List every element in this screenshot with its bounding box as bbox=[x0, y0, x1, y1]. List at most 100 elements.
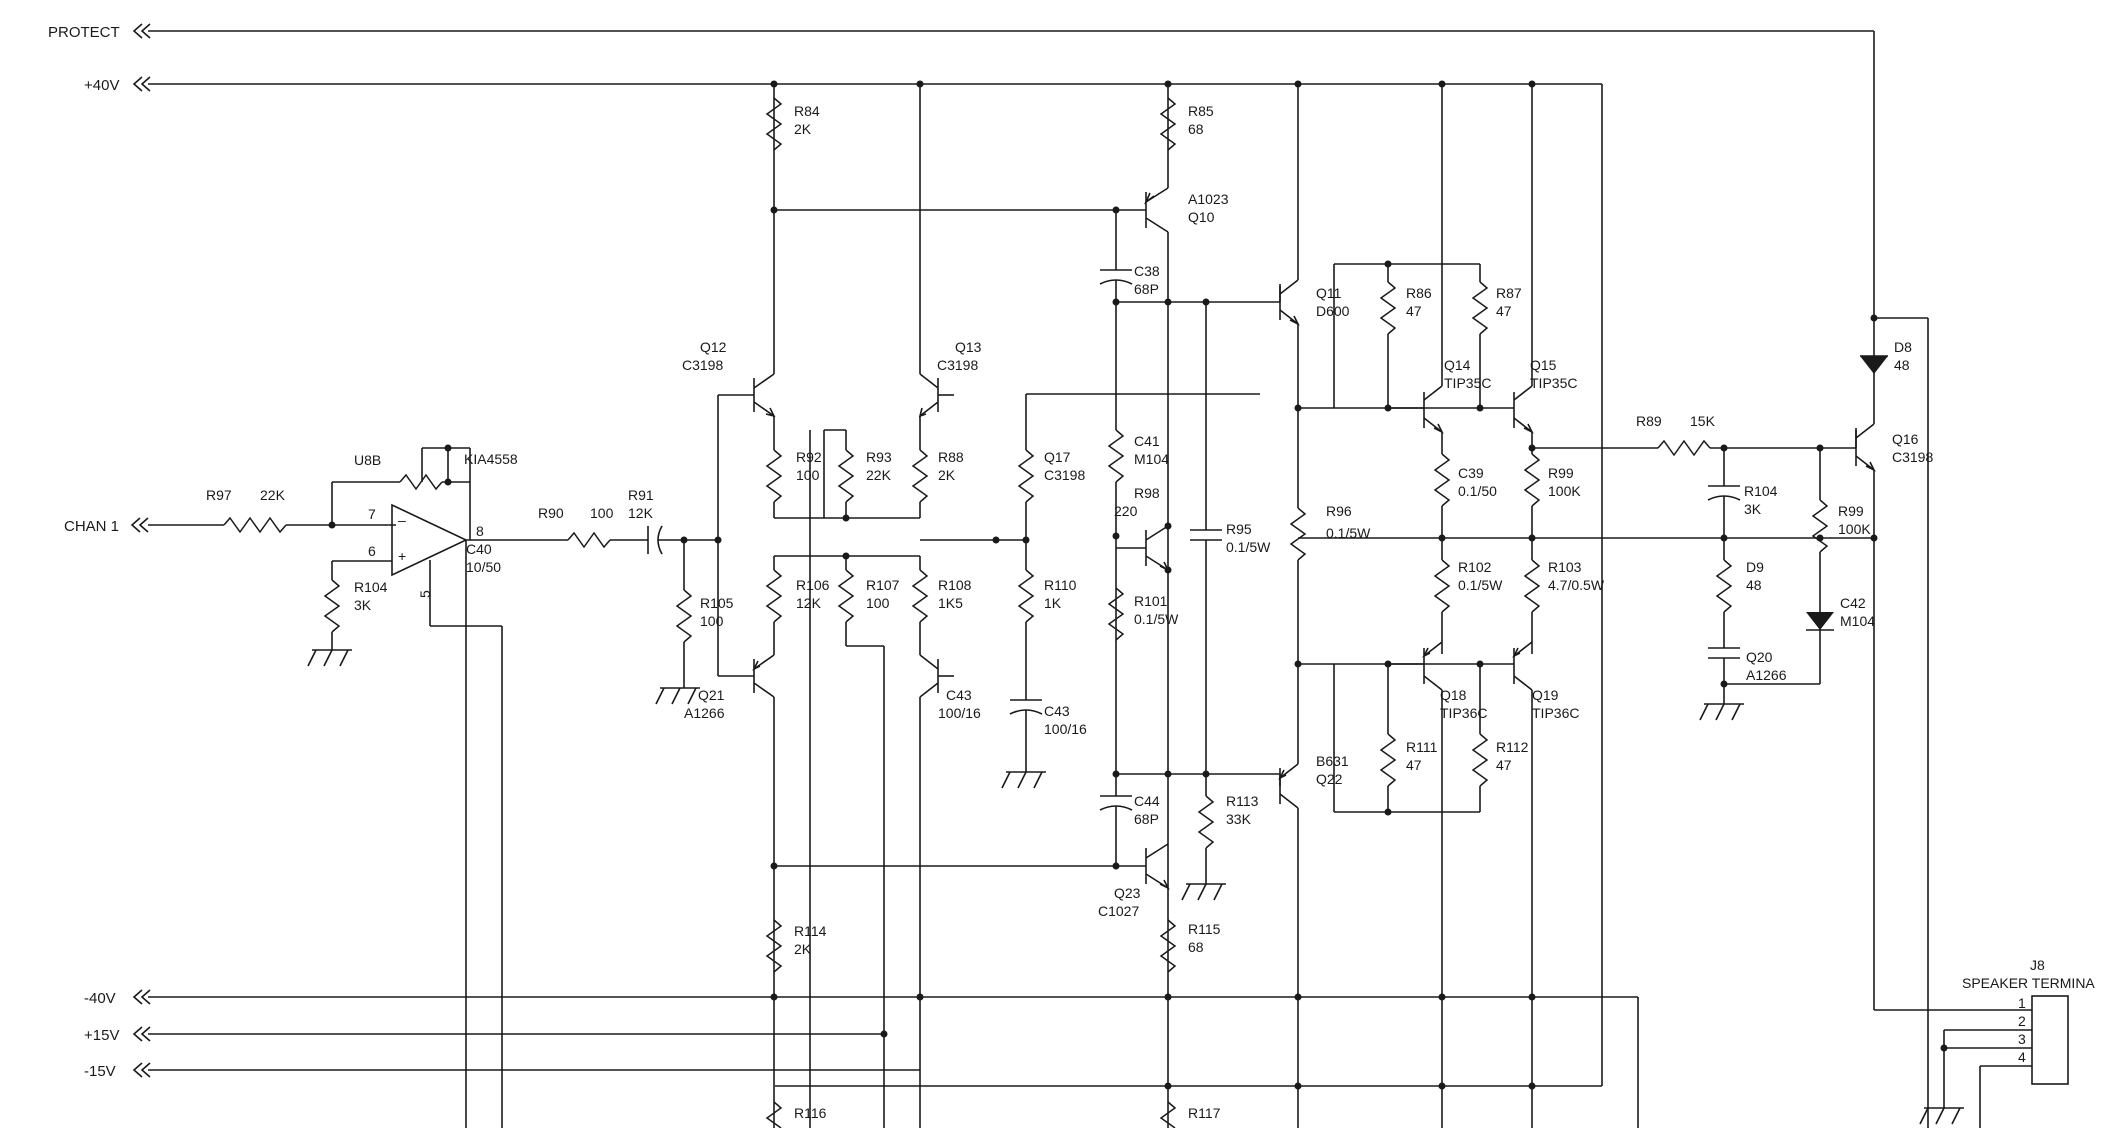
r100-ref: R90 bbox=[538, 505, 564, 521]
q13-ref: Q13 bbox=[955, 339, 982, 355]
net-label: +15V bbox=[84, 1027, 119, 1044]
diode-icon bbox=[1860, 356, 1888, 374]
r104-ref: R104 bbox=[354, 579, 388, 595]
q18-value: TIP36C bbox=[1440, 705, 1487, 721]
net-plus15: +15V bbox=[84, 1026, 151, 1044]
net-label: PROTECT bbox=[48, 24, 120, 41]
r92-value: 2K bbox=[938, 467, 956, 483]
q20-ref: Q21 bbox=[698, 687, 725, 703]
c44-value: 68P bbox=[1134, 811, 1159, 827]
r107-value: 1K5 bbox=[938, 595, 963, 611]
c39-ref: R104 bbox=[1744, 483, 1778, 499]
r110-ref: R101 bbox=[1134, 593, 1168, 609]
c40-ref: R91 bbox=[628, 487, 654, 503]
r109-ref: R105 bbox=[700, 595, 734, 611]
q21-value: 100/16 bbox=[938, 705, 981, 721]
d8-value: 48 bbox=[1894, 357, 1910, 373]
r88-ref: C41 bbox=[1134, 433, 1160, 449]
r84-ref: R84 bbox=[794, 103, 820, 119]
r99-label: R99 bbox=[1838, 503, 1864, 519]
q22-ref: B631 bbox=[1316, 753, 1349, 769]
c43-ref: C43 bbox=[1044, 703, 1070, 719]
r115-ref: R115 bbox=[1188, 921, 1221, 937]
r89-value: 15K bbox=[1690, 413, 1716, 429]
connector-body bbox=[2031, 995, 2069, 1085]
r86-ref: R86 bbox=[1406, 285, 1432, 301]
port-arrow-icon bbox=[132, 1062, 143, 1078]
q13-value: C3198 bbox=[937, 357, 978, 373]
r115-value: 68 bbox=[1188, 939, 1204, 955]
q19-label: Q19 bbox=[1532, 687, 1559, 703]
net-plus40: +40V bbox=[84, 76, 151, 94]
r85-ref: R85 bbox=[1188, 103, 1214, 119]
input-stage bbox=[148, 516, 396, 534]
diode-icon bbox=[1806, 612, 1834, 630]
protection-network: R89 15K R104 3K R109 R99 100K D9 bbox=[1532, 314, 1996, 1128]
net-chan1: CHAN 1 bbox=[64, 517, 149, 535]
q14-value: TIP35C bbox=[1444, 375, 1491, 391]
q22-value: Q22 bbox=[1316, 771, 1343, 787]
r110-value: 0.1/5W bbox=[1134, 611, 1179, 627]
r113-ref: R113 bbox=[1226, 793, 1259, 809]
r111-ref: R111 bbox=[1406, 739, 1438, 755]
r94: U8B KIA4558 bbox=[328, 444, 518, 540]
c38-value: 68P bbox=[1134, 281, 1159, 297]
c42-value: A1266 bbox=[1746, 667, 1787, 683]
r113-value: 33K bbox=[1226, 811, 1252, 827]
r87-value: 47 bbox=[1496, 303, 1512, 319]
c41-ref: R95 bbox=[1226, 521, 1252, 537]
connector-pin: 1 bbox=[2018, 995, 2026, 1011]
r116-ref: R116 bbox=[794, 1105, 827, 1121]
q12-value: C3198 bbox=[682, 357, 723, 373]
u8b-value: 10/50 bbox=[466, 559, 501, 575]
r112-value: 47 bbox=[1496, 757, 1512, 773]
q14-ref: Q14 bbox=[1444, 357, 1471, 373]
c43-value: 100/16 bbox=[1044, 721, 1087, 737]
r108-ref: R110 bbox=[1044, 577, 1077, 593]
port-arrow-icon bbox=[130, 517, 141, 533]
r102-value: 4.7/0.5W bbox=[1548, 577, 1605, 593]
c41-value: 0.1/5W bbox=[1226, 539, 1271, 555]
r98-value: 0.1/5W bbox=[1326, 525, 1371, 541]
opamp-symbol bbox=[391, 503, 468, 577]
q10-value: Q10 bbox=[1188, 209, 1215, 225]
r93-ref: Q17 bbox=[1044, 449, 1071, 465]
r107-ref: R108 bbox=[938, 577, 972, 593]
port-arrow-icon bbox=[132, 23, 143, 39]
speaker-terminal-j8: 1 2 3 4 J8 SPEAKER TERMINA bbox=[1919, 957, 2095, 1128]
net-minus40: -40V bbox=[84, 989, 151, 1007]
r91-value: 22K bbox=[866, 467, 892, 483]
q16-ref: Q16 bbox=[1892, 431, 1919, 447]
pin-5: 5 bbox=[417, 590, 433, 598]
j8-ref: J8 bbox=[2030, 957, 2045, 973]
r94-ref: U8B bbox=[354, 452, 381, 468]
port-arrow-icon bbox=[132, 989, 143, 1005]
r88-value: M104 bbox=[1134, 451, 1169, 467]
r103-value: 48 bbox=[1746, 577, 1762, 593]
r108-value: 1K bbox=[1044, 595, 1062, 611]
r97-ref: R97 bbox=[206, 487, 232, 503]
r103-ref: D9 bbox=[1746, 559, 1764, 575]
r111-value: 47 bbox=[1406, 757, 1422, 773]
net-label: -15V bbox=[84, 1063, 116, 1080]
r104: R104 3K bbox=[307, 561, 388, 667]
r114-ref: R114 bbox=[794, 923, 827, 939]
power-rails bbox=[148, 30, 1875, 1128]
c42-ref: Q20 bbox=[1746, 649, 1773, 665]
r102-ref: R103 bbox=[1548, 559, 1582, 575]
r97-value: 22K bbox=[260, 487, 286, 503]
c44-ref: C44 bbox=[1134, 793, 1160, 809]
connector-pin: 4 bbox=[2018, 1049, 2026, 1065]
r86-value: 47 bbox=[1406, 303, 1422, 319]
r114-value: 2K bbox=[794, 941, 812, 957]
d9-ref: C42 bbox=[1840, 595, 1866, 611]
u8b-ref: C40 bbox=[466, 541, 492, 557]
r109-value: 100 bbox=[700, 613, 724, 629]
q10-ref: A1023 bbox=[1188, 191, 1229, 207]
pin-8: 8 bbox=[476, 523, 484, 539]
q20-value: A1266 bbox=[684, 705, 725, 721]
net-minus15: -15V bbox=[84, 1062, 151, 1080]
q21-ref: C43 bbox=[946, 687, 972, 703]
c40-value: 12K bbox=[628, 505, 654, 521]
